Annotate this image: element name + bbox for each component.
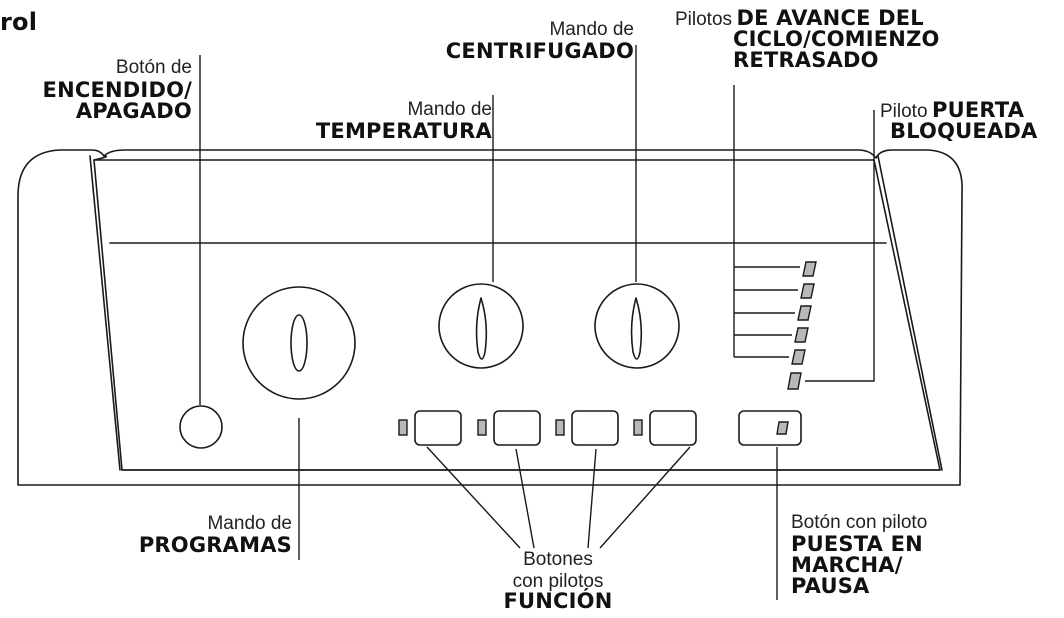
leader-function-2 xyxy=(515,448,535,549)
function-button-4 xyxy=(649,410,697,446)
power-button-shape xyxy=(179,405,223,449)
label-door-locked: Piloto PUERTA BLOQUEADA xyxy=(880,98,1038,143)
cycle-pilot-3 xyxy=(797,305,812,321)
label-power-button: Botón de ENCENDIDO/ APAGADO xyxy=(42,57,192,123)
function-pilot-3 xyxy=(555,419,565,436)
title-fragment: rol xyxy=(0,8,38,36)
function-pilot-1 xyxy=(398,419,408,436)
panel-right-bevel xyxy=(877,155,943,471)
cycle-pilot-2 xyxy=(800,283,815,299)
function-pilot-2 xyxy=(477,419,487,436)
start-pause-pilot xyxy=(776,421,789,435)
function-button-3 xyxy=(571,410,619,446)
programs-dial xyxy=(242,286,356,400)
label-function-buttons: Botones con pilotos FUNCIÓN xyxy=(503,549,613,613)
leader-door-locked xyxy=(805,110,875,382)
panel-left-bevel xyxy=(89,155,121,471)
temperature-dial xyxy=(438,283,524,369)
temperature-dial-grip xyxy=(475,297,488,360)
leader-function-3 xyxy=(587,448,597,549)
spin-dial xyxy=(594,283,680,369)
function-button-1 xyxy=(414,410,462,446)
panel-left-edge xyxy=(93,155,108,161)
spin-dial-grip xyxy=(630,297,643,360)
function-pilot-4 xyxy=(633,419,643,436)
label-spin-dial: Mando de CENTRIFUGADO xyxy=(445,19,634,63)
label-temperature-dial: Mando de TEMPERATURA xyxy=(315,99,492,143)
cycle-pilot-5 xyxy=(791,349,806,365)
door-locked-pilot xyxy=(787,372,802,390)
label-start-pause-button: Botón con piloto PUESTA EN MARCHA/ PAUSA xyxy=(791,512,928,598)
start-pause-button xyxy=(738,410,802,446)
leader-function-1 xyxy=(426,446,521,549)
label-programs-dial: Mando de PROGRAMAS xyxy=(138,513,292,557)
label-cycle-pilots: Pilotos DE AVANCE DEL CICLO/COMIENZO RET… xyxy=(675,6,940,72)
cycle-pilot-1 xyxy=(802,261,817,277)
function-button-2 xyxy=(493,410,541,446)
leader-function-4 xyxy=(599,446,691,549)
programs-dial-grip xyxy=(290,314,308,372)
cycle-pilot-4 xyxy=(794,327,809,343)
panel-outline xyxy=(17,149,963,486)
